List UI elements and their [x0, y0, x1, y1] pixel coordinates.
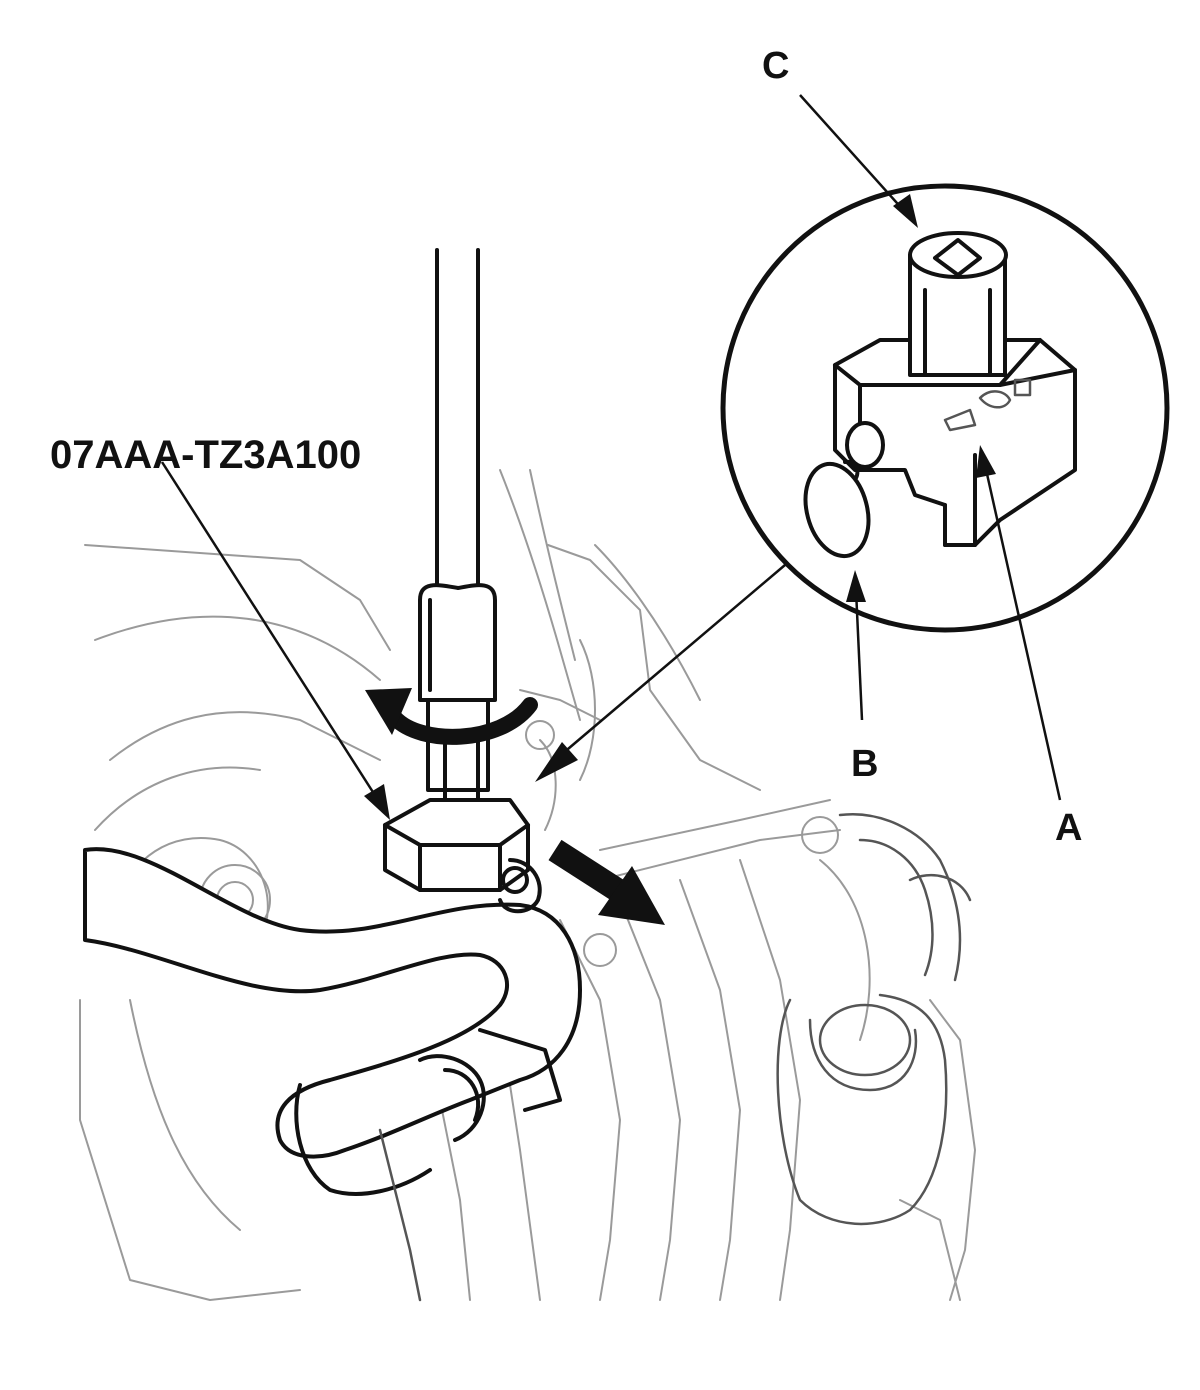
callout-a-label: A: [1055, 807, 1082, 849]
lower-hose: [83, 847, 582, 1302]
special-tool-07aaa-tz3a100: [383, 798, 542, 914]
leader-lines: [160, 94, 1062, 820]
callout-c-label: C: [762, 45, 789, 87]
rotation-arrow-icon: [365, 688, 538, 745]
callout-b-label: B: [851, 743, 878, 785]
detail-connector: [535, 564, 786, 782]
tool-part-number-label: 07AAA-TZ3A100: [50, 433, 361, 477]
pull-direction-arrow-icon: [548, 839, 665, 925]
detail-magnifier: [720, 183, 1170, 633]
coolant-hose-right: [776, 813, 972, 1226]
